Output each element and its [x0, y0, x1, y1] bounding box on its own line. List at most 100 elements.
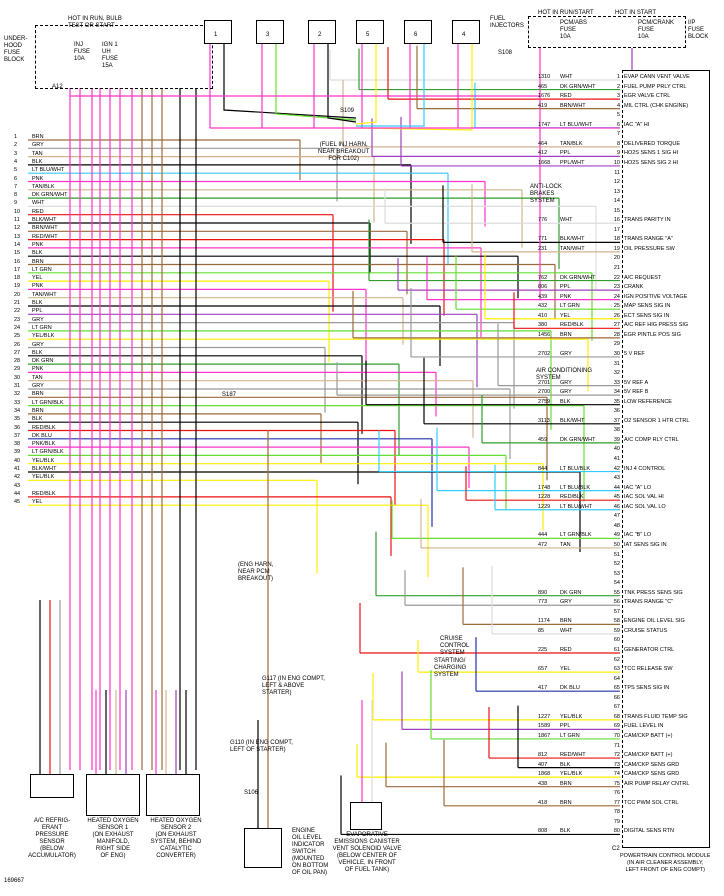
pcm-pin: 27 [613, 322, 620, 329]
pcm-circ: 439 [538, 293, 548, 300]
pcm-pin: 6 [616, 121, 620, 128]
pcm-pin: 44 [613, 484, 620, 491]
pcm-color: GRY [560, 389, 572, 396]
pcm-color: RED/BLK [560, 322, 584, 329]
heated-oxygen-sensor-1 [86, 774, 140, 816]
left-wire-color: PNK [32, 175, 44, 182]
left-pin-number: 7 [14, 183, 18, 190]
pcm-pin: 77 [613, 799, 620, 806]
pcm-pin-row: 13 [0, 188, 724, 196]
left-pin-number: 19 [14, 283, 21, 290]
pcm-circ: 1227 [538, 713, 551, 720]
left-wire-color: BLK [32, 416, 43, 423]
left-pin-number: 30 [14, 374, 21, 381]
pcm-color: DK GRN [560, 589, 582, 596]
eng-harness-note: (ENG HARN, NEAR PCM BREAKOUT) [238, 562, 274, 582]
pcm-pin: 71 [613, 742, 620, 749]
injector-number: 5 [366, 32, 370, 38]
pcm-color: DK BLU [560, 685, 580, 692]
hot-in-run-start-label: HOT IN RUN/START [538, 10, 594, 16]
pcm-pin-row: 32 [0, 369, 724, 377]
left-pin-number: 43 [14, 482, 21, 489]
left-wire-color: RED/BLK [32, 424, 56, 431]
pcm-pin: 43 [613, 475, 620, 482]
pcm-color: TAN/BLK [560, 140, 583, 147]
pcm-func: TCC PWM SOL CTRL [624, 799, 679, 806]
left-pin-number: 3 [14, 150, 18, 157]
left-wire-color: GRY [32, 142, 44, 149]
pcm-circ: 771 [538, 236, 548, 243]
pcm-color: RED/BLK [560, 494, 584, 501]
pcm-circ: 890 [538, 589, 548, 596]
pcm-pin-row: 21 [0, 264, 724, 272]
injector-control-wire [355, 42, 473, 131]
pcm-circ: 465 [538, 83, 548, 90]
pcm-pin-row: 31 [0, 360, 724, 368]
pcm-pin-row: 66 [0, 694, 724, 702]
left-pin-number: 2 [14, 142, 18, 149]
pcm-pin: 26 [613, 312, 620, 319]
pcm-func: EGR PINTLE POS SIG [624, 331, 681, 338]
pcm-pin: 65 [613, 685, 620, 692]
left-pin-number: 1 [14, 134, 18, 140]
fuel-injectors-label: FUEL INJECTORS [490, 16, 524, 29]
pcm-circ: 1228 [538, 494, 551, 501]
pcm-func: HO2S SENS 1 SIG HI [624, 150, 679, 157]
pcm-circ: 1229 [538, 503, 551, 510]
injector-number: 6 [414, 32, 418, 38]
abs-system-label: ANTI-LOCK BRAKES SYSTEM [530, 184, 563, 204]
ac-system-label: AIR CONDITIONING SYSTEM [536, 368, 593, 381]
fuel-injector: 5 [356, 20, 384, 44]
splice-s108: S108 [498, 50, 513, 56]
left-pin-number: 16 [14, 258, 21, 265]
pcm-func: DELIVERED TORQUE [624, 140, 681, 147]
pcm-pin: 37 [613, 417, 620, 424]
pcm-func: CAM/CKP BATT (+) [624, 752, 673, 759]
left-wire-row: 2 GRY [0, 141, 724, 149]
pcm-func: TCC RELEASE SW [624, 666, 673, 673]
left-wire-color: RED/WHT [32, 233, 58, 240]
left-pin-number: 23 [14, 316, 21, 323]
pcm-circ: 1310 [538, 74, 551, 80]
left-pin-number: 34 [14, 407, 21, 414]
pcm-func: IGN POSITIVE VOLTAGE [624, 293, 688, 300]
pcm-func: TRANS FLUID TEMP SIG [624, 713, 688, 720]
pcm-circ: 464 [538, 140, 548, 147]
left-pin-number: 33 [14, 399, 21, 406]
pcm-pin: 17 [613, 226, 620, 233]
pcm-pin: 46 [613, 503, 620, 510]
pcm-pin: 74 [613, 771, 620, 778]
left-pin-number: 8 [14, 192, 18, 199]
pcm-pin: 47 [613, 513, 620, 520]
pcm-pin: 39 [613, 436, 620, 443]
pcm-color: YEL/BLK [560, 713, 583, 720]
ho2s2-label: HEATED OXYGEN SENSOR 2 (ON EXHAUST SYSTE… [150, 818, 202, 859]
inj-fuse: INJ FUSE 10A [74, 42, 91, 62]
pcm-color: DK GRN/WHT [560, 436, 596, 443]
left-pin-number: 5 [14, 167, 18, 174]
